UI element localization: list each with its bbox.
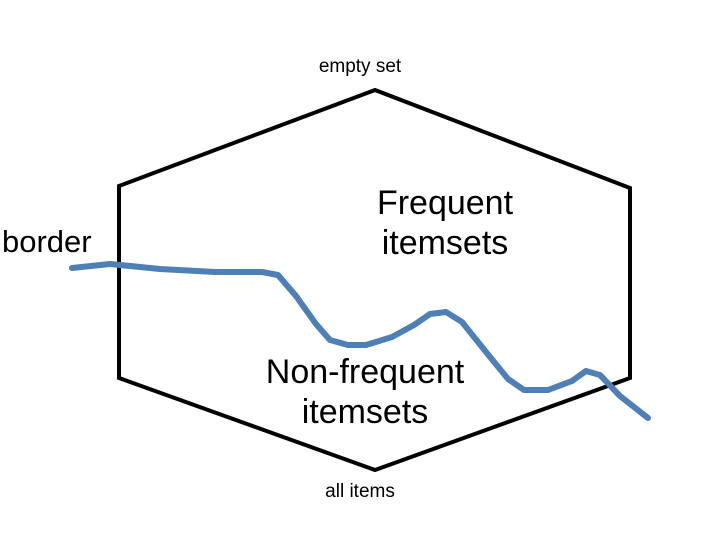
label-border: border (2, 224, 92, 259)
itemset-lattice-hexagon (117, 87, 632, 473)
label-nonfrequent-itemsets-line2: itemsets (301, 393, 429, 432)
label-frequent-itemsets: Frequent itemsets (315, 183, 575, 263)
label-frequent-itemsets-line2: itemsets (381, 224, 509, 263)
label-nonfrequent-itemsets: Non-frequent itemsets (225, 352, 505, 432)
label-frequent-itemsets-line1: Frequent (376, 184, 514, 222)
label-empty-set: empty set (318, 56, 402, 77)
label-nonfrequent-itemsets-line1: Non-frequent (265, 353, 465, 391)
label-all-items: all items (325, 481, 395, 502)
border-curve (69, 261, 651, 421)
